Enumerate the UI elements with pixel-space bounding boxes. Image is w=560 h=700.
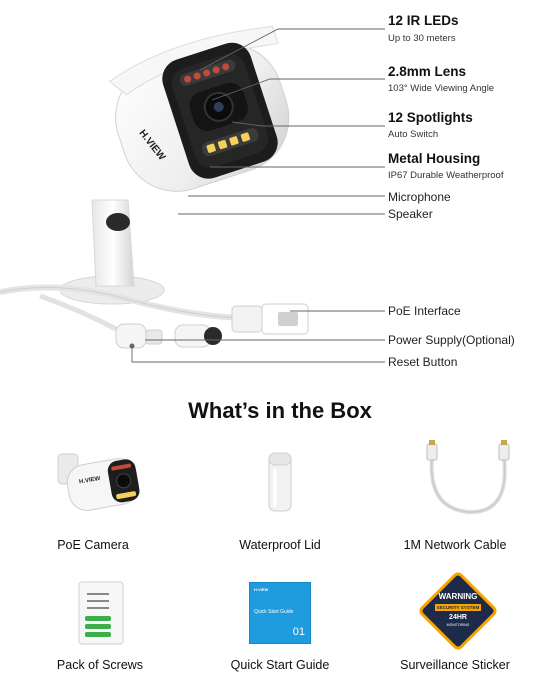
item-label-poe-camera: PoE Camera [57,538,129,552]
housing-subtitle: IP67 Durable Weatherproof [388,170,504,181]
poe-connector [231,305,263,333]
lens-title: 2.8mm Lens [388,64,467,79]
ir-leds-subtitle: Up to 30 meters [388,33,456,44]
sticker-warning-text: WARNING [438,592,478,601]
box-section-title: What’s in the Box [188,398,372,423]
item-label-waterproof-lid: Waterproof Lid [239,538,321,552]
poe-camera-image: H.VIEW [57,453,140,511]
poe-camera-brand: H.VIEW [79,476,101,486]
camera-illustration: H.VIEW [0,25,385,363]
item-label-network-cable: 1M Network Cable [403,538,507,552]
waterproof-lid-image [268,452,292,512]
spotlights-title: 12 Spotlights [388,110,473,125]
housing-title: Metal Housing [388,151,481,166]
sticker-monitoring-text: MONITORING [446,623,470,627]
mount-arm [91,199,135,287]
poe-label: PoE Interface [388,304,461,318]
sticker-system-text: SECURITY SYSTEM [435,604,481,611]
sticker-diamond [416,569,500,653]
speaker-label: Speaker [388,207,433,221]
guide-cover-title: Quick Start Guide [254,609,294,615]
ir-leds-title: 12 IR LEDs [388,13,459,28]
item-label-screws: Pack of Screws [56,658,144,672]
spotlights-subtitle: Auto Switch [388,129,439,140]
guide-brand: H.VIEW [254,587,269,592]
reset-label: Reset Button [388,355,458,369]
screws-pack-image [78,581,124,645]
microphone-label: Microphone [388,190,451,204]
lens-subtitle: 103° Wide Viewing Angle [388,83,495,94]
item-label-quick-start-guide: Quick Start Guide [230,658,330,672]
quick-start-guide-image: H.VIEW Quick Start Guide 01 [249,582,311,644]
power-label: Power Supply(Optional) [388,333,515,347]
sticker-hours-text: 24HR [449,614,467,621]
hero-section: H.VIEW 12 IR LEDs Up to 30 meter [0,13,515,369]
camera-body: H.VIEW [108,25,290,192]
network-cable-image [426,440,510,515]
item-label-sticker: Surveillance Sticker [400,658,510,672]
leader-lines [131,28,385,363]
guide-cover-number: 01 [292,626,305,638]
surveillance-sticker-image: WARNING SECURITY SYSTEM 24HR MONITORING [416,569,500,653]
